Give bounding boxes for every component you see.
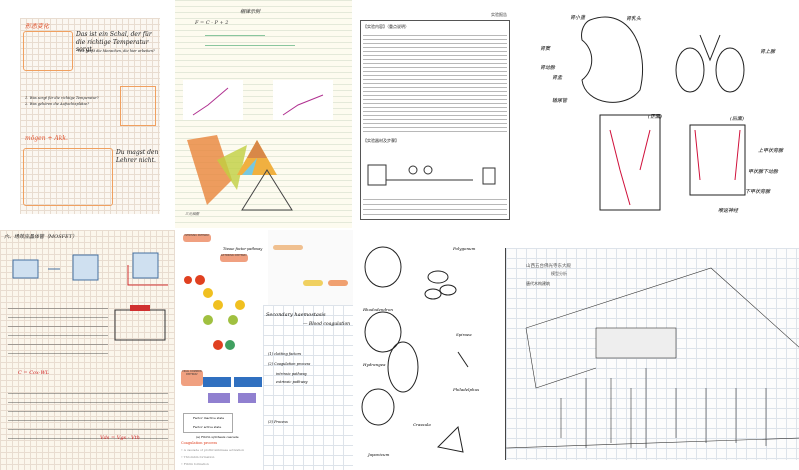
ternary-diagram xyxy=(187,135,293,211)
final-common-pathway-label: FINAL COMMON PATHWAY xyxy=(181,370,203,386)
temple-drawing xyxy=(506,267,799,449)
anatomy-panel: 肾小盏 肾乳头 肾窦 肾动脉 肾盂 输尿管 肾上腺 (正面) (后面) 上甲状旁… xyxy=(530,0,799,225)
anatomy-label: 肾上腺 xyxy=(760,49,776,55)
legend-active: Factor active state xyxy=(193,425,222,429)
architecture-panel: 山西五台佛光寺东大殿 模型分析 唐代木构建筑 xyxy=(505,248,799,460)
tissue-factor-label: Tissue factor pathway xyxy=(223,247,263,251)
process-item: • Thrombin formation xyxy=(181,455,215,459)
thyroid-drawing xyxy=(689,124,746,196)
phase-caption: 三元相图 xyxy=(185,212,199,216)
phase-title: 相律示例 xyxy=(240,9,261,15)
process-title: Coagulation process xyxy=(181,441,218,445)
phase-chart xyxy=(183,80,333,120)
haemostasis-note: extrinsic pathway xyxy=(276,380,308,384)
haemostasis-title: Secondary haemostasis xyxy=(266,312,326,318)
german-line: Wie heißt die Menschen, die hier arbeite… xyxy=(78,49,155,53)
lab-section: 【实验内容】（重点说明） xyxy=(363,24,409,29)
process-item: • A cascade of prothrombinase activation xyxy=(181,448,245,452)
cascade-diagram xyxy=(184,275,262,403)
lab-header: 实验报告 xyxy=(491,12,507,17)
haemostasis-note: (1) clotting factors xyxy=(268,352,302,356)
architecture-desc: 唐代木构建筑 xyxy=(526,281,550,286)
haemostasis-note: intrinsic pathway xyxy=(276,372,307,376)
plant-label: Spiraea xyxy=(456,332,472,337)
cascade-caption: (a) Fibrin synthesis cascade xyxy=(196,435,239,439)
german-line: Du magst den Lehrer nicht. xyxy=(116,149,159,164)
electronics-line: Vds = Vgs - Vth xyxy=(100,435,140,441)
anatomy-label: 喉返神经 xyxy=(718,208,739,214)
plant-label: Crassula xyxy=(413,422,431,427)
german-line: Das ist ein Schal, der für die richtige … xyxy=(76,31,152,53)
mosfet-cross-section xyxy=(114,305,166,341)
process-item: • Fibrin formation xyxy=(181,462,209,466)
intrinsic-pathway-label: INTRINSIC PATHWAY xyxy=(183,234,211,242)
haemostasis-subtitle: — Blood coagulation xyxy=(303,322,351,327)
haemostasis-note: (2) Coagulation process xyxy=(268,362,311,366)
anatomy-label: 肾动脉 xyxy=(540,65,556,71)
plant-label: Polygonum xyxy=(453,246,476,251)
plant-label: Hydrangea xyxy=(363,362,386,367)
anatomy-label: 甲状腺下动脉 xyxy=(748,169,779,175)
anatomy-tag: (后面) xyxy=(730,116,744,122)
anatomy-label: 下甲状旁腺 xyxy=(745,189,771,195)
phase-diagram-panel: 相律示例 F = C - P + 2 三元相图 xyxy=(175,0,352,228)
anatomy-label: 肾乳头 xyxy=(626,16,642,22)
lab-section: 【实验器材及步骤】 xyxy=(363,138,399,143)
anatomy-label: 上甲状旁腺 xyxy=(758,148,784,154)
anatomy-label: 肾小盏 xyxy=(570,15,586,21)
plant-label: Philadelphus xyxy=(453,387,480,392)
lab-report-panel: 实验报告 【实验内容】（重点说明） 【实验器材及步骤】 xyxy=(355,10,517,225)
anatomy-label: 肾窦 xyxy=(540,46,551,52)
adrenal-drawing xyxy=(675,34,745,93)
larynx-drawing xyxy=(599,114,661,211)
coagulation-panel: INTRINSIC PATHWAY EXTRINSIC PATHWAY Tiss… xyxy=(178,230,353,470)
anatomy-tag: (正面) xyxy=(648,114,662,120)
botany-panel: Rhododendron Polygonum Spiraea Hydrangea… xyxy=(358,232,503,470)
electronics-title: 六、场效应晶体管（MOSFET） xyxy=(4,234,78,240)
architecture-title: 山西五台佛光寺东大殿 xyxy=(526,264,571,269)
plant-label: Japonicum xyxy=(368,452,390,457)
mosfet-diagram xyxy=(12,252,168,286)
plant-sketches xyxy=(361,246,469,453)
german-notes-panel: 形态变化 Das ist ein Schal, der für die rich… xyxy=(20,18,160,214)
german-title: 形态变化 xyxy=(25,23,50,30)
anatomy-label: 输尿管 xyxy=(552,98,568,104)
architecture-subtitle: 模型分析 xyxy=(551,271,567,276)
lab-apparatus xyxy=(367,164,496,186)
legend-inactive: Factor inactive state xyxy=(193,416,225,420)
anatomy-label: 肾盂 xyxy=(552,75,563,81)
phase-formula: F = C - P + 2 xyxy=(195,20,229,26)
haemostasis-note: (3) Process xyxy=(268,420,288,424)
german-line: 2. Was gehören die Aufsichtsplätze? xyxy=(25,102,90,106)
electronics-panel: 六、场效应晶体管（MOSFET） C = Cox·WL Vds = Vgs - … xyxy=(0,230,175,470)
german-line: mögen + Akk. xyxy=(25,135,68,142)
extrinsic-pathway-label: EXTRINSIC PATHWAY xyxy=(220,254,248,262)
kidney-drawing xyxy=(581,16,644,103)
german-line: 1. Was sorgt für die richtige Temperatur… xyxy=(25,96,99,100)
electronics-formula: C = Cox·WL xyxy=(18,370,49,376)
plant-label: Rhododendron xyxy=(363,307,393,312)
